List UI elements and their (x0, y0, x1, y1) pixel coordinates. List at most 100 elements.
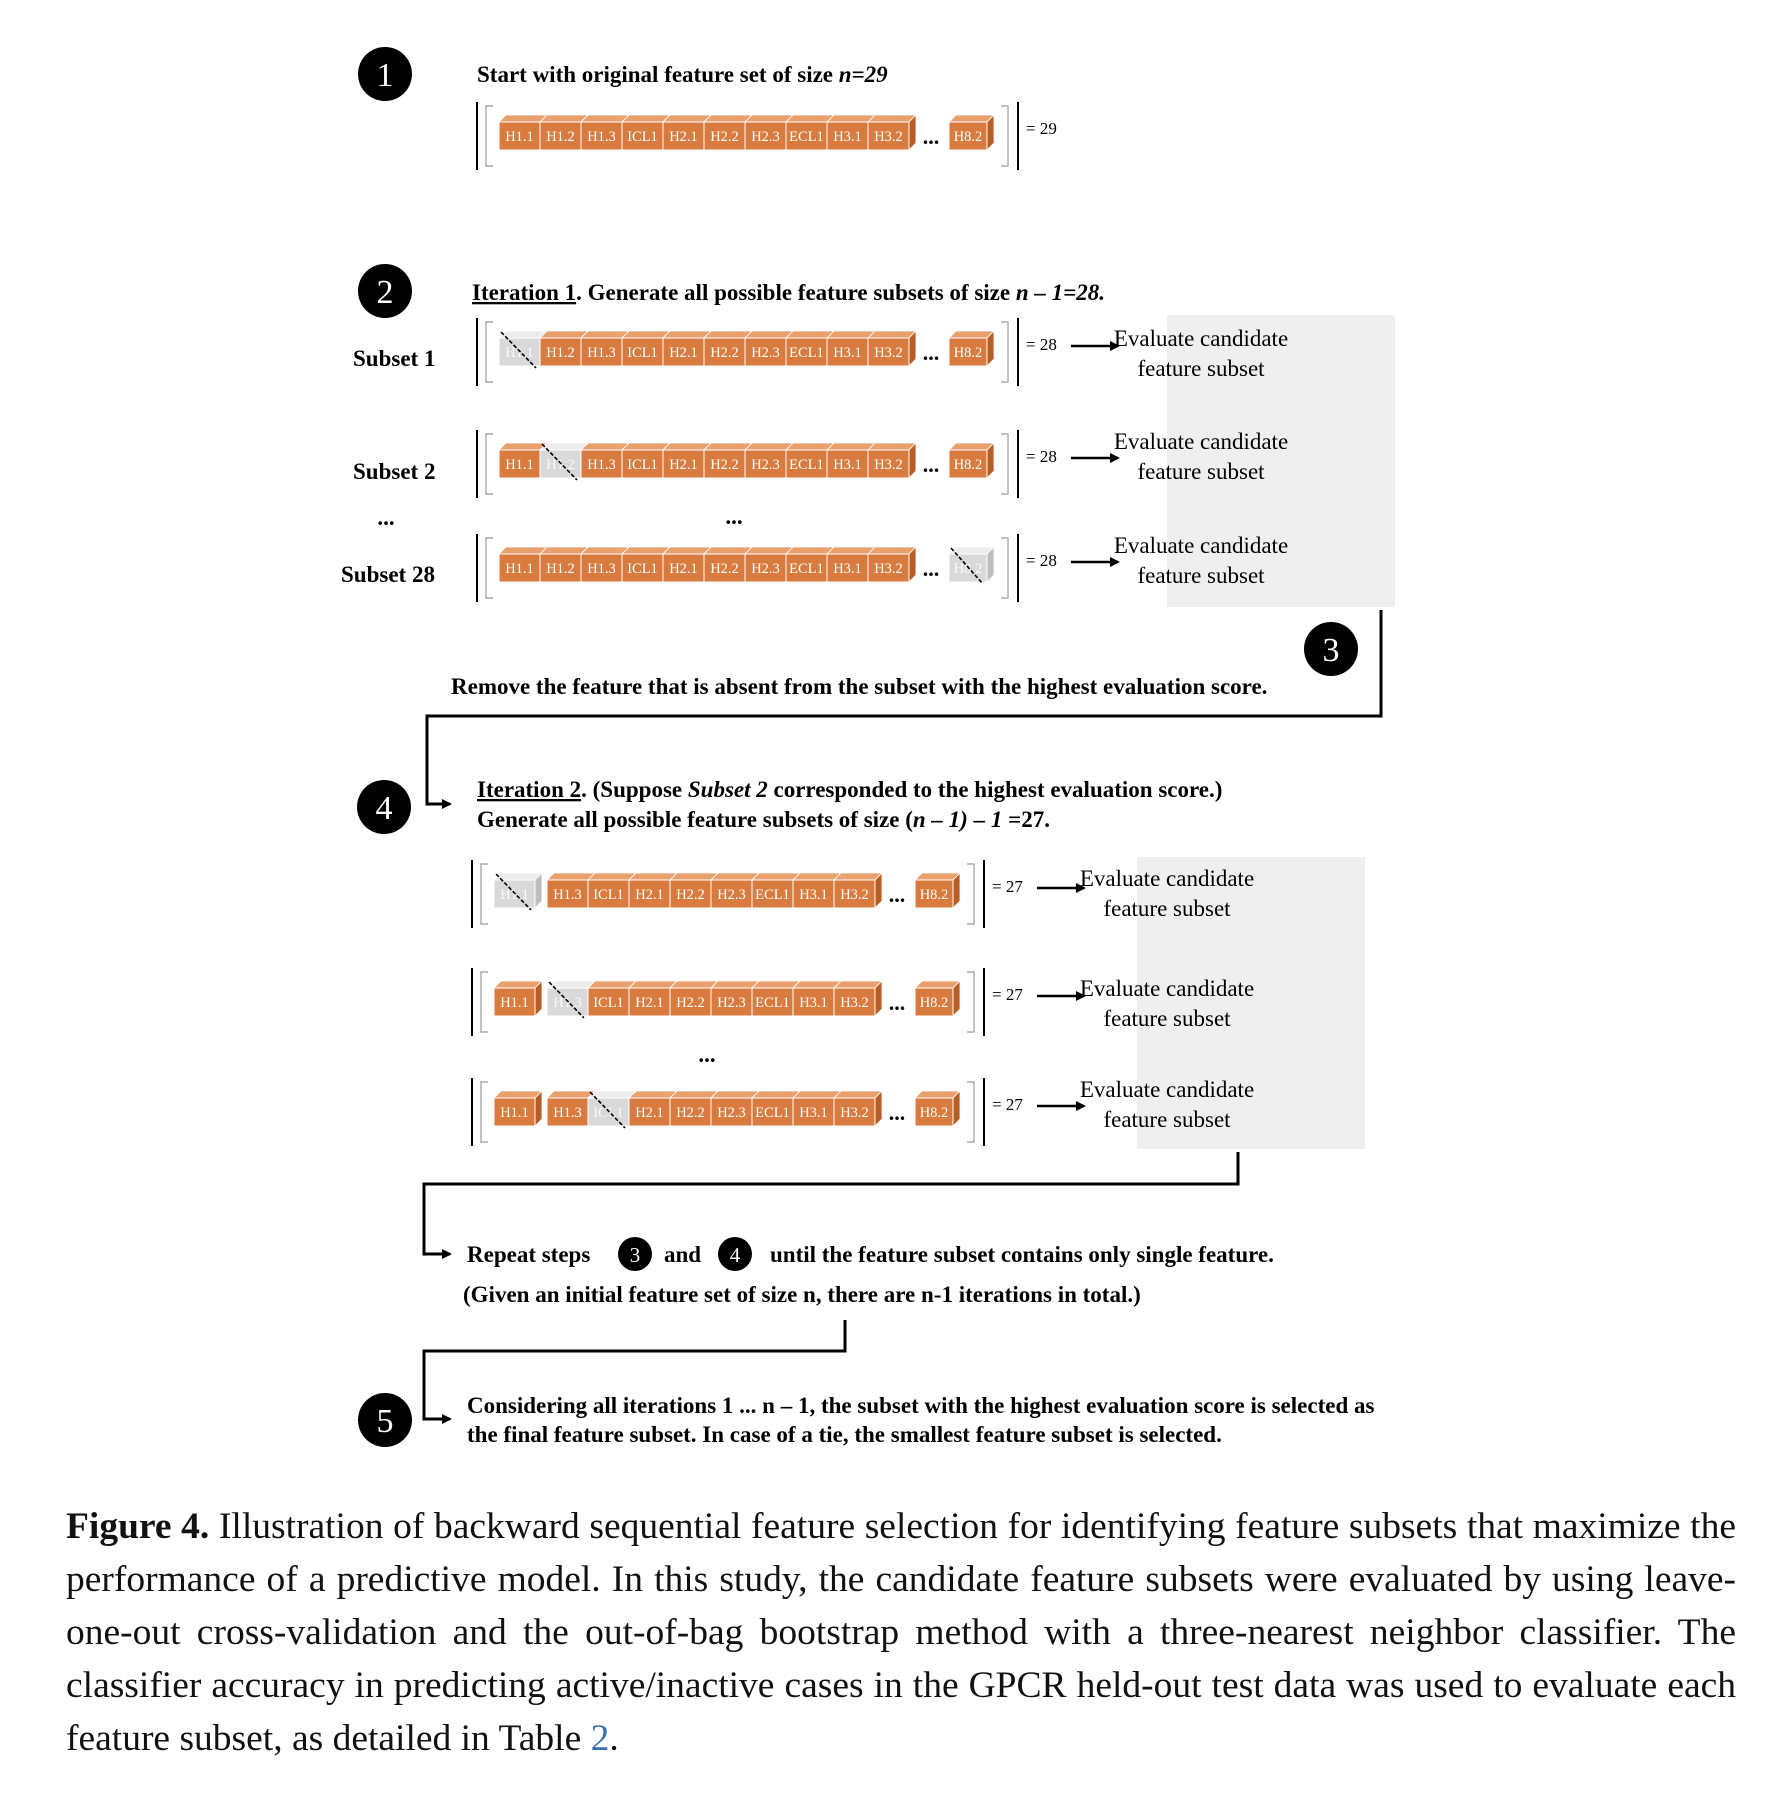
step5-text: Considering all iterations 1 ... n – 1, … (467, 1393, 1374, 1447)
svg-text:H1.2: H1.2 (546, 457, 575, 473)
svg-text:ICL1: ICL1 (593, 1105, 624, 1121)
feature-box-last: H8.2 (948, 546, 995, 585)
svg-text:ECL1: ECL1 (755, 887, 790, 903)
svg-text:H3.1: H3.1 (833, 129, 862, 145)
evaluate-label: Evaluate candidate (1114, 533, 1288, 558)
table-ref-link[interactable]: 2 (590, 1718, 610, 1759)
svg-text:2: 2 (377, 274, 394, 311)
svg-text:H2.2: H2.2 (676, 887, 705, 903)
caption-label: Figure 4. (66, 1506, 210, 1547)
evaluate-label: Evaluate candidate (1114, 429, 1288, 454)
feature-box: H3.2 (867, 546, 917, 583)
row-ellipsis: ... (923, 556, 940, 581)
svg-text:until the feature subset conta: until the feature subset contains only s… (770, 1242, 1274, 1267)
feature-box: H3.2 (833, 980, 883, 1017)
row-ellipsis: ... (889, 990, 906, 1015)
feature-box: H1.1 (493, 1090, 543, 1127)
svg-text:ECL1: ECL1 (789, 129, 824, 145)
svg-text:4: 4 (730, 1243, 741, 1267)
svg-text:H2.1: H2.1 (669, 345, 698, 361)
svg-text:H1.1: H1.1 (505, 129, 534, 145)
step-4-marker: 4 (357, 780, 411, 834)
subset-1-label: Subset 1 (353, 346, 435, 371)
feature-box: H2.2 (669, 1090, 719, 1127)
svg-text:H8.2: H8.2 (920, 995, 949, 1011)
row-ellipsis: ... (923, 340, 940, 365)
feature-box-last: H8.2 (914, 980, 961, 1017)
svg-text:H2.3: H2.3 (751, 457, 780, 473)
feature-box: H1.1 (498, 442, 548, 479)
evaluate-label: feature subset (1137, 459, 1265, 484)
svg-text:H2.3: H2.3 (717, 995, 746, 1011)
rows-ellipsis-iter2: ... (698, 1042, 715, 1067)
svg-text:H8.2: H8.2 (954, 129, 983, 145)
svg-text:ECL1: ECL1 (755, 995, 790, 1011)
step-2-marker: 2 (358, 264, 412, 318)
svg-text:H1.1: H1.1 (500, 995, 529, 1011)
subset-2-label: Subset 2 (353, 459, 435, 484)
feature-box-last: H8.2 (948, 114, 995, 151)
row-ellipsis: ... (889, 882, 906, 907)
svg-text:ECL1: ECL1 (789, 561, 824, 577)
svg-text:H3.2: H3.2 (874, 561, 903, 577)
svg-text:H2.3: H2.3 (751, 129, 780, 145)
evaluate-label: feature subset (1137, 563, 1265, 588)
svg-text:H1.1: H1.1 (505, 457, 534, 473)
feature-box: H1.1 (493, 872, 543, 911)
svg-text:(Given an initial feature set: (Given an initial feature set of size n,… (463, 1282, 1141, 1307)
feature-box: ECL1 (751, 872, 801, 909)
svg-text:ICL1: ICL1 (627, 345, 658, 361)
svg-text:H3.2: H3.2 (874, 345, 903, 361)
feature-box-last: H8.2 (948, 442, 995, 479)
svg-text:H2.1: H2.1 (635, 887, 664, 903)
subset-size: = 28 (1026, 551, 1057, 570)
svg-text:5: 5 (377, 1403, 394, 1440)
svg-text:H1.2: H1.2 (546, 129, 575, 145)
iteration2-subheading: Generate all possible feature subsets of… (477, 807, 1050, 832)
feature-box: H3.2 (867, 114, 917, 151)
svg-text:H2.2: H2.2 (710, 457, 739, 473)
svg-text:ICL1: ICL1 (593, 995, 624, 1011)
svg-text:ECL1: ECL1 (755, 1105, 790, 1121)
svg-text:H1.2: H1.2 (546, 561, 575, 577)
svg-text:H2.2: H2.2 (710, 129, 739, 145)
subset-size: = 27 (992, 985, 1023, 1004)
svg-text:1: 1 (377, 57, 394, 94)
feature-box: H1.3 (546, 872, 596, 909)
feature-box: ECL1 (751, 980, 801, 1017)
svg-text:H3.1: H3.1 (799, 887, 828, 903)
svg-text:H2.1: H2.1 (635, 1105, 664, 1121)
svg-text:H1.3: H1.3 (587, 457, 616, 473)
svg-text:H3.2: H3.2 (874, 129, 903, 145)
feature-box: H1.1 (493, 980, 543, 1017)
svg-text:H8.2: H8.2 (920, 1105, 949, 1121)
row-ellipsis: ... (889, 1100, 906, 1125)
svg-text:H3.2: H3.2 (840, 995, 869, 1011)
svg-text:H1.3: H1.3 (553, 887, 582, 903)
svg-text:ICL1: ICL1 (627, 457, 658, 473)
feature-box: H2.1 (628, 980, 678, 1017)
svg-text:H1.3: H1.3 (587, 129, 616, 145)
evaluate-label: Evaluate candidate (1114, 326, 1288, 351)
feature-box: H3.2 (833, 1090, 883, 1127)
svg-text:H3.1: H3.1 (833, 457, 862, 473)
subset-size: = 27 (992, 877, 1023, 896)
svg-text:3: 3 (1323, 632, 1340, 669)
svg-text:H3.1: H3.1 (833, 345, 862, 361)
svg-text:H3.1: H3.1 (799, 995, 828, 1011)
iteration1-heading: Iteration 1. Generate all possible featu… (472, 280, 1105, 305)
svg-text:H2.2: H2.2 (676, 1105, 705, 1121)
svg-text:Repeat steps: Repeat steps (467, 1242, 590, 1267)
caption-text: Illustration of backward sequential feat… (66, 1506, 1736, 1759)
subset-size: = 29 (1026, 119, 1057, 138)
svg-text:H3.1: H3.1 (833, 561, 862, 577)
svg-text:H2.2: H2.2 (710, 561, 739, 577)
svg-text:H2.3: H2.3 (717, 887, 746, 903)
evaluate-panel-iteration2 (1137, 857, 1365, 1149)
figure-caption: Figure 4. Illustration of backward seque… (66, 1500, 1736, 1765)
